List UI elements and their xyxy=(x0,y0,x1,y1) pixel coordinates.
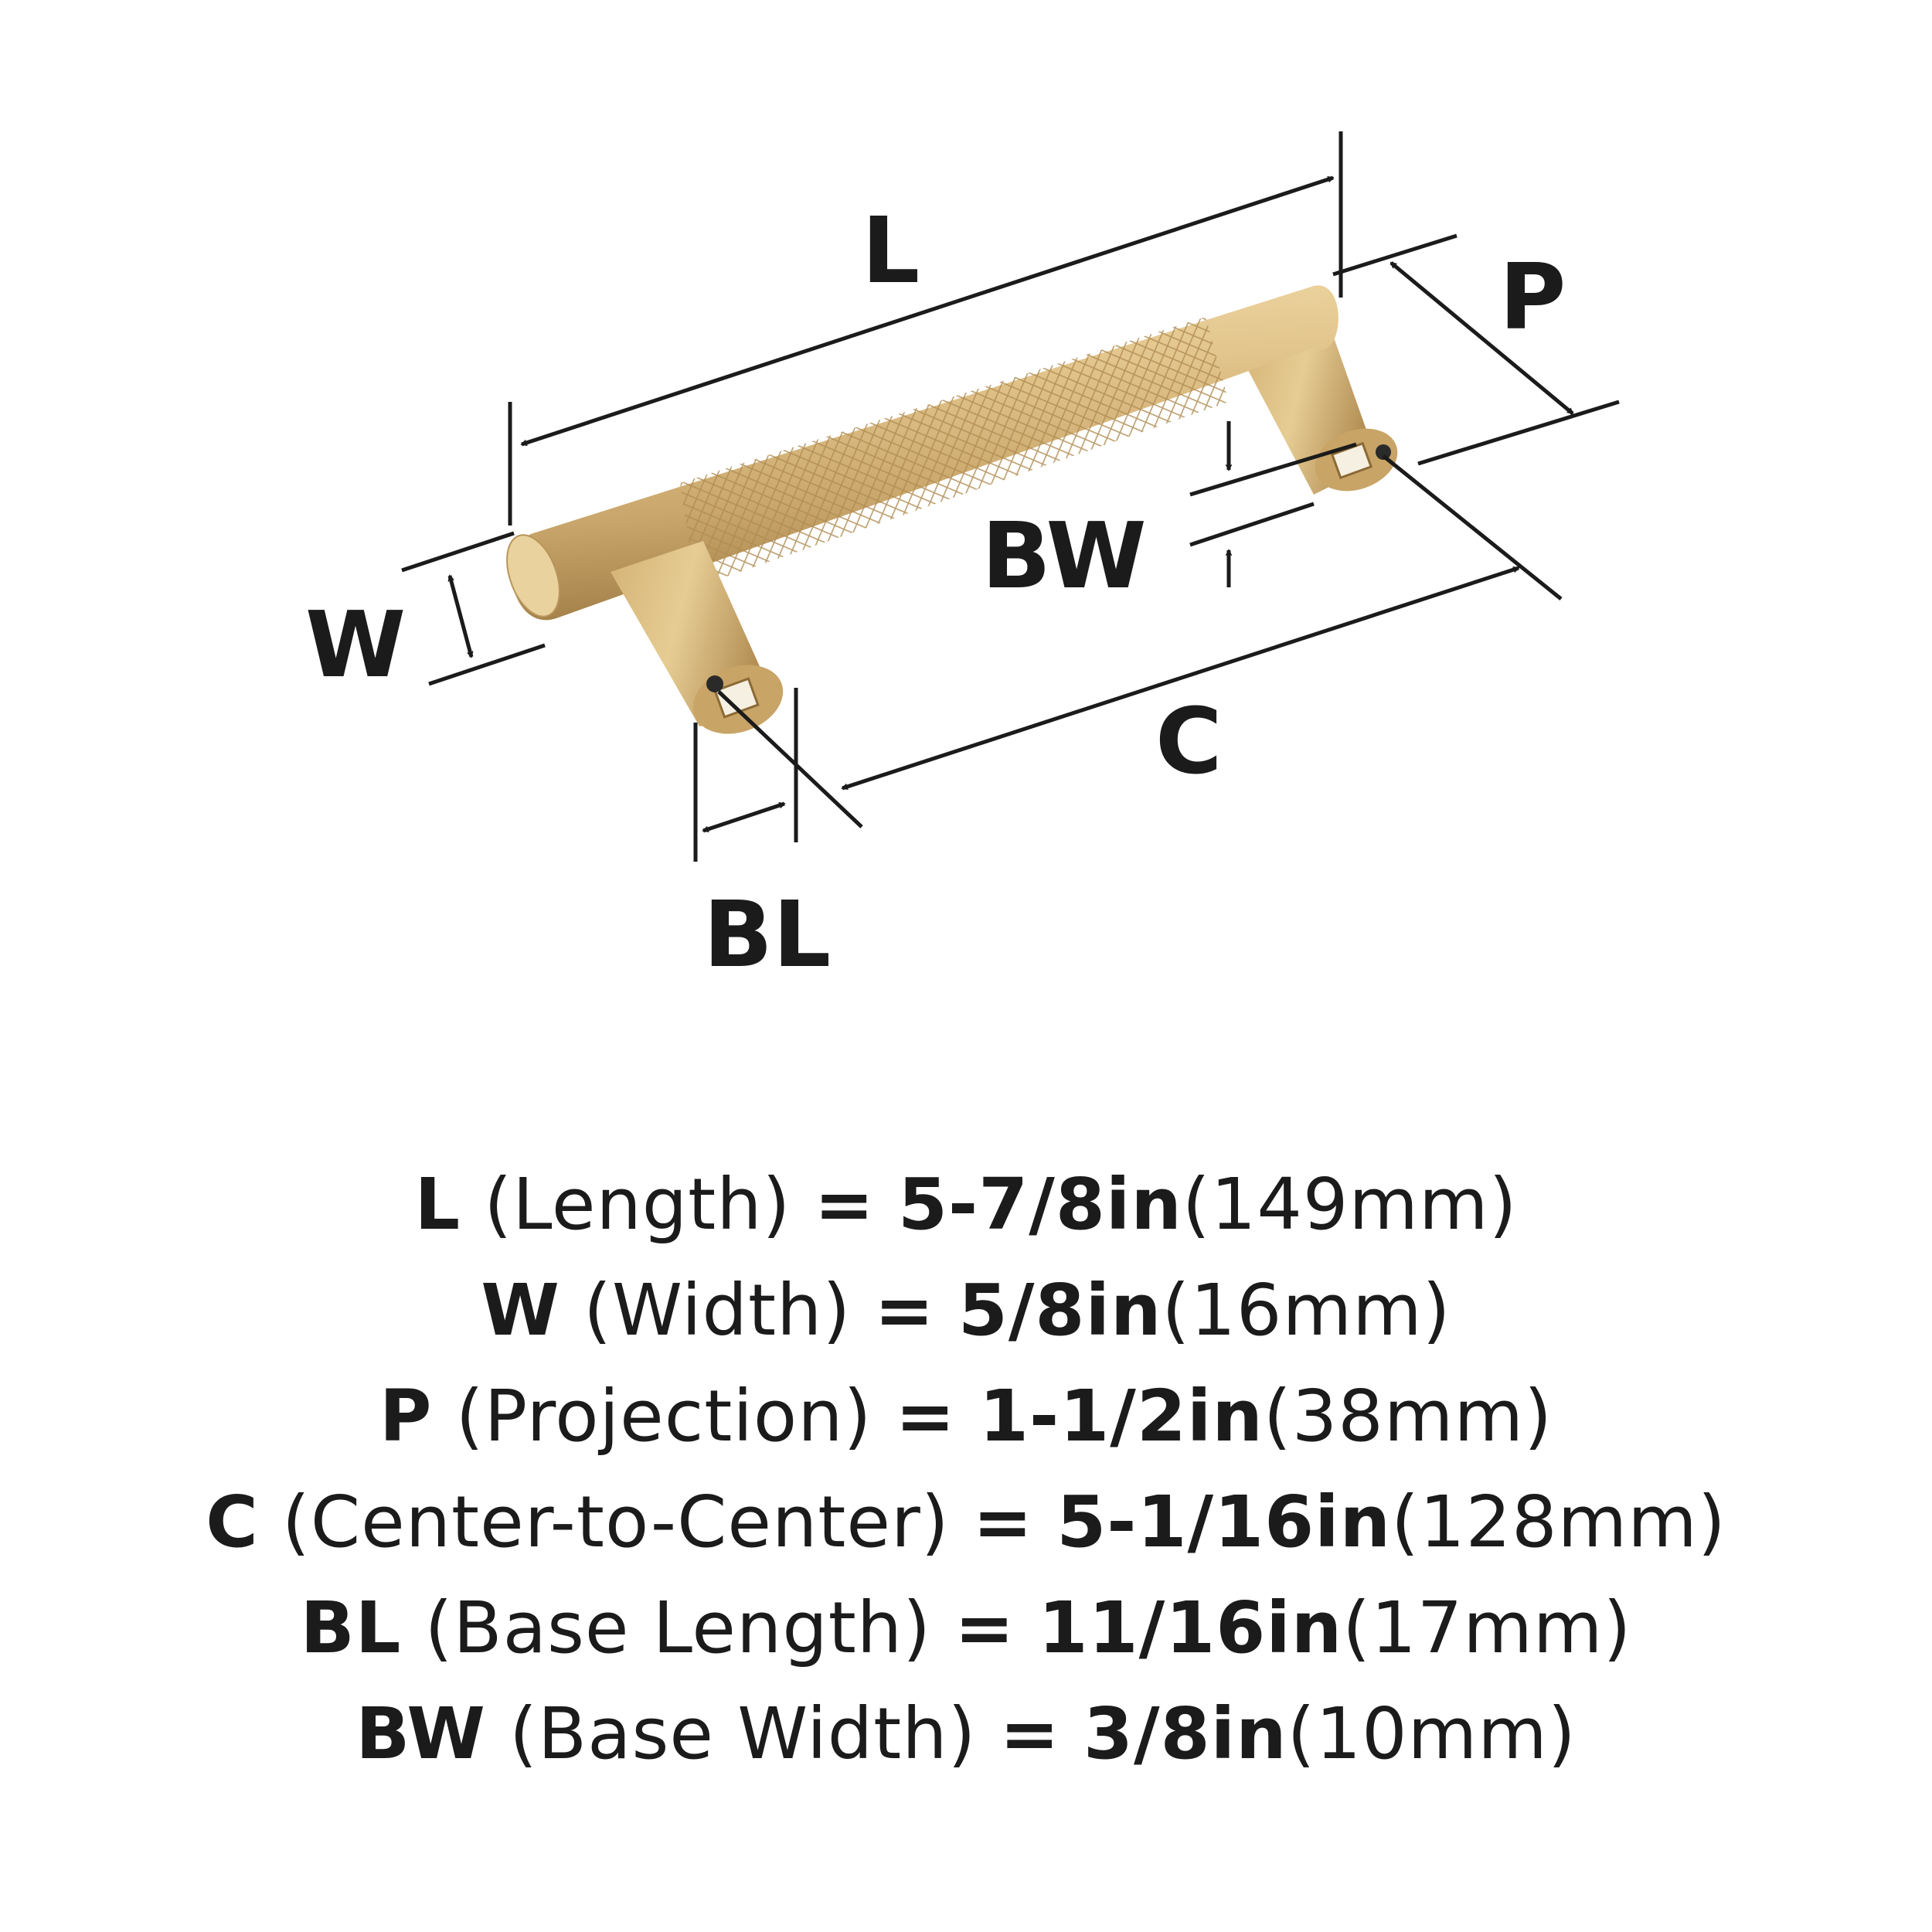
spec-equals: = xyxy=(972,1481,1034,1563)
spec-row-projection: P (Projection) = 1-1/2in(38mm) xyxy=(0,1363,1932,1469)
spec-equals: = xyxy=(874,1269,935,1352)
label-length: L xyxy=(862,197,920,304)
spec-key: C xyxy=(206,1481,259,1563)
spec-key: BW xyxy=(355,1692,486,1775)
label-base-width: BW xyxy=(981,502,1147,609)
label-base-length: BL xyxy=(703,881,831,988)
spec-name: (Width) xyxy=(583,1269,852,1352)
spec-key: L xyxy=(414,1163,461,1246)
specification-list: L (Length) = 5-7/8in(149mm) W (Width) = … xyxy=(0,1151,1932,1787)
spec-key: W xyxy=(481,1269,560,1352)
label-center-to-center: C xyxy=(1155,688,1223,794)
spec-equals: = xyxy=(954,1587,1015,1669)
spec-equals: = xyxy=(895,1375,956,1458)
spec-inch: 11/16in xyxy=(1038,1587,1343,1669)
spec-mm: (16mm) xyxy=(1162,1269,1451,1352)
spec-inch: 1-1/2in xyxy=(979,1375,1264,1458)
label-projection: P xyxy=(1499,243,1566,350)
dimension-lines xyxy=(401,131,1620,862)
spec-name: (Base Length) xyxy=(424,1587,931,1669)
spec-mm: (10mm) xyxy=(1287,1692,1577,1775)
center-to-center-arrow xyxy=(842,566,1519,791)
spec-key: BL xyxy=(300,1587,402,1669)
label-width: W xyxy=(305,591,406,698)
spec-inch: 3/8in xyxy=(1083,1692,1287,1775)
length-arrow xyxy=(522,175,1333,447)
projection-arrow xyxy=(1389,261,1574,415)
spec-row-width: W (Width) = 5/8in(16mm) xyxy=(0,1257,1932,1363)
spec-equals: = xyxy=(814,1163,875,1246)
dimension-diagram: L P BW W C BL xyxy=(305,131,1620,988)
spec-name: (Length) xyxy=(484,1163,791,1246)
bar-end-cap xyxy=(506,534,560,617)
spec-mm: (17mm) xyxy=(1342,1587,1632,1669)
spec-mm: (38mm) xyxy=(1263,1375,1553,1458)
spec-name: (Projection) xyxy=(455,1375,872,1458)
spec-inch: 5/8in xyxy=(957,1269,1162,1352)
spec-name: (Base Width) xyxy=(509,1692,977,1775)
spec-mm: (149mm) xyxy=(1182,1163,1518,1246)
spec-row-center-to-center: C (Center-to-Center) = 5-1/16in(128mm) xyxy=(0,1469,1932,1575)
spec-key: P xyxy=(379,1375,433,1458)
spec-equals: = xyxy=(999,1692,1060,1775)
spec-inch: 5-1/16in xyxy=(1056,1481,1392,1563)
spec-inch: 5-7/8in xyxy=(898,1163,1182,1246)
spec-row-base-length: BL (Base Length) = 11/16in(17mm) xyxy=(0,1575,1932,1681)
spec-mm: (128mm) xyxy=(1391,1481,1726,1563)
spec-name: (Center-to-Center) xyxy=(282,1481,950,1563)
base-length-arrow xyxy=(703,801,784,833)
spec-row-base-width: BW (Base Width) = 3/8in(10mm) xyxy=(0,1681,1932,1787)
spec-row-length: L (Length) = 5-7/8in(149mm) xyxy=(0,1151,1932,1257)
cabinet-pull-illustration xyxy=(506,285,1398,734)
width-arrow xyxy=(447,576,474,657)
